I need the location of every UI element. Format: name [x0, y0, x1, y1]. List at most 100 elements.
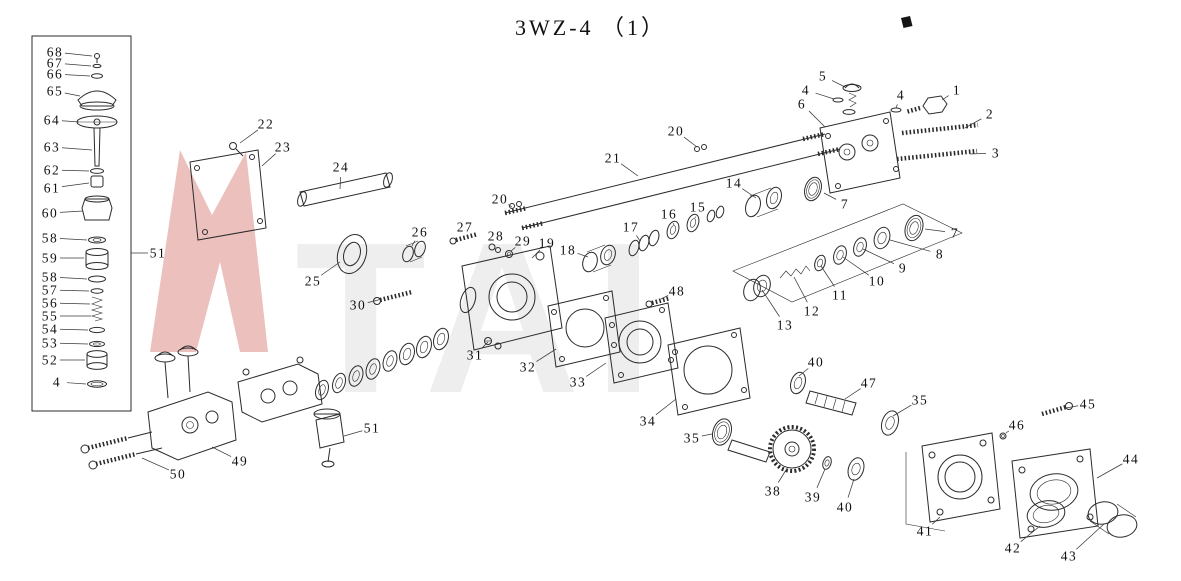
part-label-49: 49: [232, 454, 249, 469]
part-label-42: 42: [1005, 541, 1022, 556]
leader-line-40: [798, 368, 809, 377]
part-label-44: 44: [1123, 452, 1140, 467]
part-label-14: 14: [726, 176, 743, 191]
leader-line-4: [66, 382, 87, 385]
leader-line-33: [586, 362, 607, 377]
part-label-11: 11: [832, 288, 848, 303]
part-label-19: 19: [539, 236, 556, 251]
leader-line-34: [655, 398, 677, 416]
leader-line-61: [61, 182, 90, 188]
part-label-57: 57: [42, 283, 59, 298]
part-label-58: 58: [42, 270, 59, 285]
leader-line-7: [823, 192, 837, 200]
leader-line-47: [844, 388, 861, 400]
leader-line-19: [531, 249, 541, 259]
leader-line-65: [64, 92, 81, 97]
part-label-50: 50: [170, 467, 187, 482]
leader-line-5: [831, 80, 846, 88]
leader-line-2: [964, 118, 982, 129]
leader-line-26: [411, 240, 416, 247]
leader-line-29: [510, 247, 516, 252]
part-label-13: 13: [777, 318, 794, 333]
part-label-40: 40: [808, 355, 825, 370]
leader-line-62: [61, 169, 90, 172]
leader-line-42: [1020, 525, 1041, 542]
pump-body: [459, 245, 671, 351]
leader-line-13: [761, 289, 780, 317]
part-label-21: 21: [605, 151, 622, 166]
leader-line-53: [59, 342, 89, 345]
part-label-22: 22: [258, 117, 275, 132]
part-label-48: 48: [669, 284, 686, 299]
leader-line-6: [808, 110, 826, 128]
part-label-28: 28: [488, 229, 505, 244]
part-label-7: 7: [951, 226, 959, 241]
leader-line-58: [59, 277, 88, 280]
leader-line-16: [672, 222, 675, 226]
leader-line-20: [508, 204, 513, 208]
part-label-6: 6: [798, 97, 806, 112]
leader-line-9: [862, 248, 895, 265]
end-cover-assembly: [1011, 448, 1138, 539]
leader-line-67: [64, 63, 92, 67]
leader-line-49: [211, 446, 232, 457]
part-label-65: 65: [47, 84, 64, 99]
leader-line-46: [1005, 430, 1010, 434]
leader-line-41: [932, 516, 941, 525]
part-label-10: 10: [869, 274, 886, 289]
leader-line-30: [367, 298, 383, 303]
part-label-23: 23: [275, 140, 292, 155]
page-title: 3WZ-4 （1）: [514, 15, 667, 40]
part-label-52: 52: [42, 353, 59, 368]
part-label-34: 34: [640, 414, 657, 429]
part-label-51: 51: [364, 421, 381, 436]
part-label-54: 54: [42, 322, 59, 337]
leader-line-20: [683, 136, 698, 148]
leader-line-63: [61, 147, 93, 151]
watermark-text: TAI: [295, 197, 667, 438]
part-label-35: 35: [912, 393, 929, 408]
part-label-51: 51: [150, 246, 167, 261]
part-label-45: 45: [1080, 397, 1097, 412]
part-label-31: 31: [467, 348, 484, 363]
leader-line-32: [536, 348, 557, 362]
part-label-16: 16: [661, 207, 678, 222]
part-label-26: 26: [412, 225, 429, 240]
leader-line-38: [777, 469, 787, 483]
part-label-43: 43: [1061, 549, 1078, 564]
part-label-24: 24: [333, 160, 350, 175]
part-label-27: 27: [457, 220, 474, 235]
part-label-8: 8: [936, 247, 944, 262]
leader-line-39: [816, 468, 826, 488]
part-label-12: 12: [804, 304, 821, 319]
leader-line-45: [1065, 405, 1079, 409]
part-label-17: 17: [623, 220, 640, 235]
leader-line-4: [815, 92, 835, 100]
leader-line-31: [481, 341, 489, 349]
leader-line-22: [239, 129, 259, 144]
leader-line-25: [320, 261, 341, 276]
leader-line-7: [924, 228, 946, 233]
part-label-4: 4: [897, 88, 905, 103]
mounting-plate: [189, 142, 267, 241]
part-label-29: 29: [515, 234, 532, 249]
leader-line-35: [892, 404, 912, 417]
part-label-68: 68: [47, 45, 64, 60]
part-label-66: 66: [47, 67, 64, 82]
part-labels: 6867666564636261605859585756555453524512…: [42, 45, 1140, 564]
washer-chain: [315, 327, 449, 401]
part-label-46: 46: [1009, 418, 1026, 433]
part-label-62: 62: [44, 163, 61, 178]
leader-line-68: [64, 52, 93, 57]
part-label-4: 4: [802, 83, 810, 98]
part-label-53: 53: [42, 336, 59, 351]
seal-and-fasteners: [336, 231, 513, 305]
leader-line-50: [141, 457, 170, 471]
part-label-30: 30: [350, 298, 367, 313]
part-label-63: 63: [44, 140, 61, 155]
part-label-18: 18: [560, 243, 577, 258]
part-label-20: 20: [492, 192, 509, 207]
part-label-60: 60: [42, 206, 59, 221]
leader-line-64: [61, 120, 80, 123]
leader-line-10: [842, 256, 870, 276]
